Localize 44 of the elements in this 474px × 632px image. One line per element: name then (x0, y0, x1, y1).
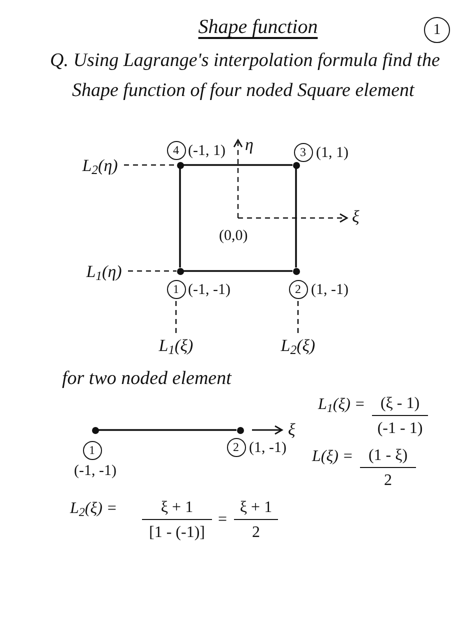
circled-node-number: 4 (166, 140, 186, 160)
equation-lhs: L$_{2}$(ξ) = (70, 499, 118, 520)
circled-node-number: 2 (288, 280, 308, 298)
equals-sign: = (218, 510, 228, 530)
coordinate-label: (1, -1) (249, 439, 286, 458)
axis-label: ξ (288, 420, 296, 440)
fraction-denominator: [1 - (-1)] (148, 523, 206, 543)
fraction-numerator: (1 - ξ) (360, 445, 416, 468)
dashed-leader-line (175, 298, 177, 333)
circled-node-number: 2 (226, 438, 246, 456)
question-text: Q. Using Lagrange's interpolation formula find the Shape function of four noded Square element (50, 49, 441, 103)
coordinate-label: (-1, 1) (188, 142, 226, 161)
element-edge-line (184, 270, 292, 272)
axis-label: η (245, 135, 254, 155)
fraction-numerator: (ξ - 1) (372, 393, 428, 416)
coordinate-label: (1, -1) (311, 281, 348, 300)
dashed-leader-line (128, 270, 176, 272)
coordinate-label: (-1, -1) (74, 462, 116, 481)
fraction-denominator: 2 (383, 471, 393, 491)
fraction-denominator: 2 (251, 523, 261, 543)
element-edge-line (98, 429, 236, 431)
fraction-denominator: (-1 - 1) (376, 419, 424, 439)
element-edge-line (179, 168, 181, 268)
element-edge-line (295, 168, 297, 268)
equation-lhs: L$_{1}$(ξ) = (318, 395, 366, 416)
fraction-numerator: ξ + 1 (234, 497, 278, 520)
function-label: L$_{2}$(ξ) (274, 333, 322, 357)
axis-label: ξ (352, 207, 360, 227)
function-label: L$_{1}$(ξ) (152, 333, 200, 357)
circled-node-number: 3 (294, 142, 312, 162)
page-title: Shape function (198, 15, 318, 40)
section-heading: for two noded element (62, 367, 232, 391)
fraction-numerator: ξ + 1 (142, 497, 212, 520)
dashed-leader-line (297, 298, 299, 333)
circled-node-number: 1 (82, 440, 102, 460)
origin-label: (0,0) (219, 227, 248, 246)
circled-node-number: 1 (166, 280, 186, 298)
coordinate-label: (1, 1) (316, 144, 348, 163)
function-label: L$_{1}$(η) (80, 259, 128, 283)
equation-lhs: L(ξ) = (312, 447, 354, 467)
function-label: L$_{2}$(η) (76, 153, 124, 177)
element-edge-line (184, 164, 292, 166)
coordinate-label: (-1, -1) (188, 281, 230, 300)
dashed-leader-line (124, 164, 176, 166)
